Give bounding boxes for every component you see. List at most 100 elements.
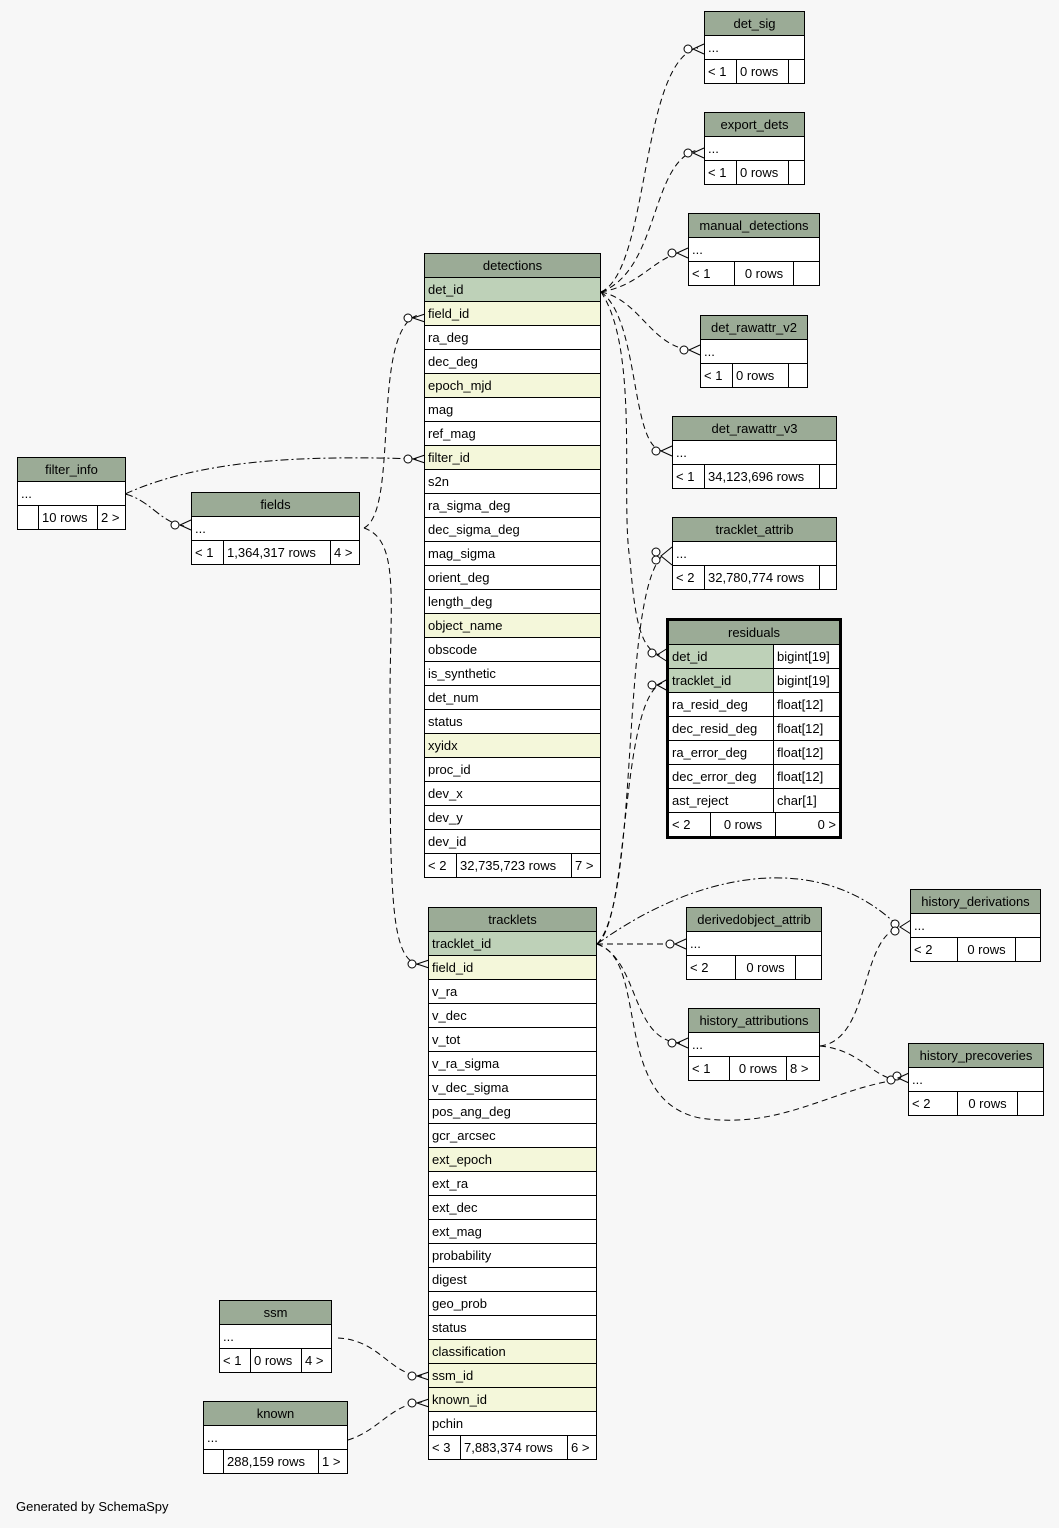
column-name: v_ra <box>432 984 458 999</box>
table-title[interactable]: det_sig <box>705 12 804 36</box>
column-type: bigint[19] <box>773 669 839 692</box>
column-name: v_tot <box>432 1032 461 1047</box>
table-title[interactable]: ssm <box>220 1301 331 1325</box>
column-name: ext_ra <box>432 1176 469 1191</box>
column-type: float[12] <box>773 693 839 716</box>
table-title[interactable]: history_attributions <box>689 1009 819 1033</box>
parents-count: < 1 <box>692 266 711 281</box>
parents-count: < 2 <box>914 942 933 957</box>
column-name: obscode <box>428 642 478 657</box>
children-count: 4 > <box>330 541 359 564</box>
parents-count: < 1 <box>692 1061 711 1076</box>
column-name: dec_sigma_deg <box>428 522 520 537</box>
columns-ellipsis: ... <box>708 40 719 55</box>
column-name: det_num <box>428 690 479 705</box>
link-fields-detections <box>363 314 419 529</box>
column-name: pchin <box>432 1416 464 1431</box>
column-name: pos_ang_deg <box>432 1104 511 1119</box>
column-name: dec_error_deg <box>672 769 757 784</box>
children-count <box>795 956 821 979</box>
row-count: 0 rows <box>957 938 1015 961</box>
link-history-attributions <box>596 943 681 1044</box>
parents-count <box>204 1450 223 1473</box>
column-name: digest <box>432 1272 467 1287</box>
table-title[interactable]: residuals <box>669 621 839 645</box>
column-name: classification <box>429 1340 596 1363</box>
columns-ellipsis: ... <box>690 936 701 951</box>
row-count: 34,123,696 rows <box>704 465 819 488</box>
column-name: field_id <box>425 302 600 325</box>
table-title[interactable]: det_rawattr_v2 <box>701 316 807 340</box>
column-name: ast_reject <box>672 793 729 808</box>
table-title[interactable]: export_dets <box>705 113 804 137</box>
table-detections[interactable]: detections det_id field_id ra_deg dec_de… <box>424 253 601 878</box>
table-title[interactable]: manual_detections <box>689 214 819 238</box>
parents-count: < 2 <box>912 1096 931 1111</box>
row-count: 1,364,317 rows <box>223 541 330 564</box>
table-title[interactable]: fields <box>192 493 359 517</box>
link-det-rawattr-v2 <box>600 291 691 351</box>
parents-count: < 1 <box>223 1353 242 1368</box>
row-count: 0 rows <box>734 262 793 285</box>
column-name: is_synthetic <box>428 666 496 681</box>
row-count: 7,883,374 rows <box>460 1436 567 1459</box>
table-title[interactable]: history_derivations <box>911 890 1040 914</box>
column-name: dev_id <box>428 834 467 849</box>
link-filter-fields <box>124 493 185 527</box>
link-export-dets <box>600 149 699 293</box>
table-title[interactable]: det_rawattr_v3 <box>673 417 836 441</box>
children-count: 8 > <box>786 1057 819 1080</box>
table-title[interactable]: tracklets <box>429 908 596 932</box>
column-name: length_deg <box>428 594 493 609</box>
column-name: proc_id <box>428 762 471 777</box>
column-name: ssm_id <box>429 1364 596 1387</box>
table-title[interactable]: tracklet_attrib <box>673 518 836 542</box>
column-type: float[12] <box>773 717 839 740</box>
row-count: 32,780,774 rows <box>704 566 819 589</box>
table-title[interactable]: known <box>204 1402 347 1426</box>
row-count: 32,735,723 rows <box>456 854 571 877</box>
column-name: dec_deg <box>428 354 478 369</box>
children-count <box>819 465 836 488</box>
children-count: 7 > <box>571 854 600 877</box>
children-count <box>1017 1092 1043 1115</box>
table-title[interactable]: derivedobject_attrib <box>687 908 821 932</box>
link-det-rawattr-v3 <box>600 291 663 452</box>
table-title[interactable]: detections <box>425 254 600 278</box>
link-history-precoveries <box>596 943 897 1121</box>
column-type: float[12] <box>773 765 839 788</box>
table-title[interactable]: history_precoveries <box>909 1044 1043 1068</box>
link-ssm-tracklets <box>337 1337 423 1377</box>
table-title[interactable]: filter_info <box>18 458 125 482</box>
columns-ellipsis: ... <box>676 445 687 460</box>
parents-count: < 2 <box>690 960 709 975</box>
column-name: ext_epoch <box>429 1148 596 1171</box>
parents-count: < 1 <box>704 368 723 383</box>
parents-count: < 2 <box>676 570 695 585</box>
columns-ellipsis: ... <box>708 141 719 156</box>
link-history-derivations <box>596 877 899 945</box>
children-count <box>788 161 804 184</box>
row-count: 0 rows <box>736 60 788 83</box>
column-name: status <box>428 714 463 729</box>
table-tracklets[interactable]: tracklets tracklet_id field_id v_ra v_de… <box>428 907 597 1460</box>
parents-count: < 2 <box>428 858 447 873</box>
column-name: dev_y <box>428 810 463 825</box>
link-fields-tracklets <box>363 527 421 966</box>
column-name: tracklet_id <box>429 932 596 955</box>
